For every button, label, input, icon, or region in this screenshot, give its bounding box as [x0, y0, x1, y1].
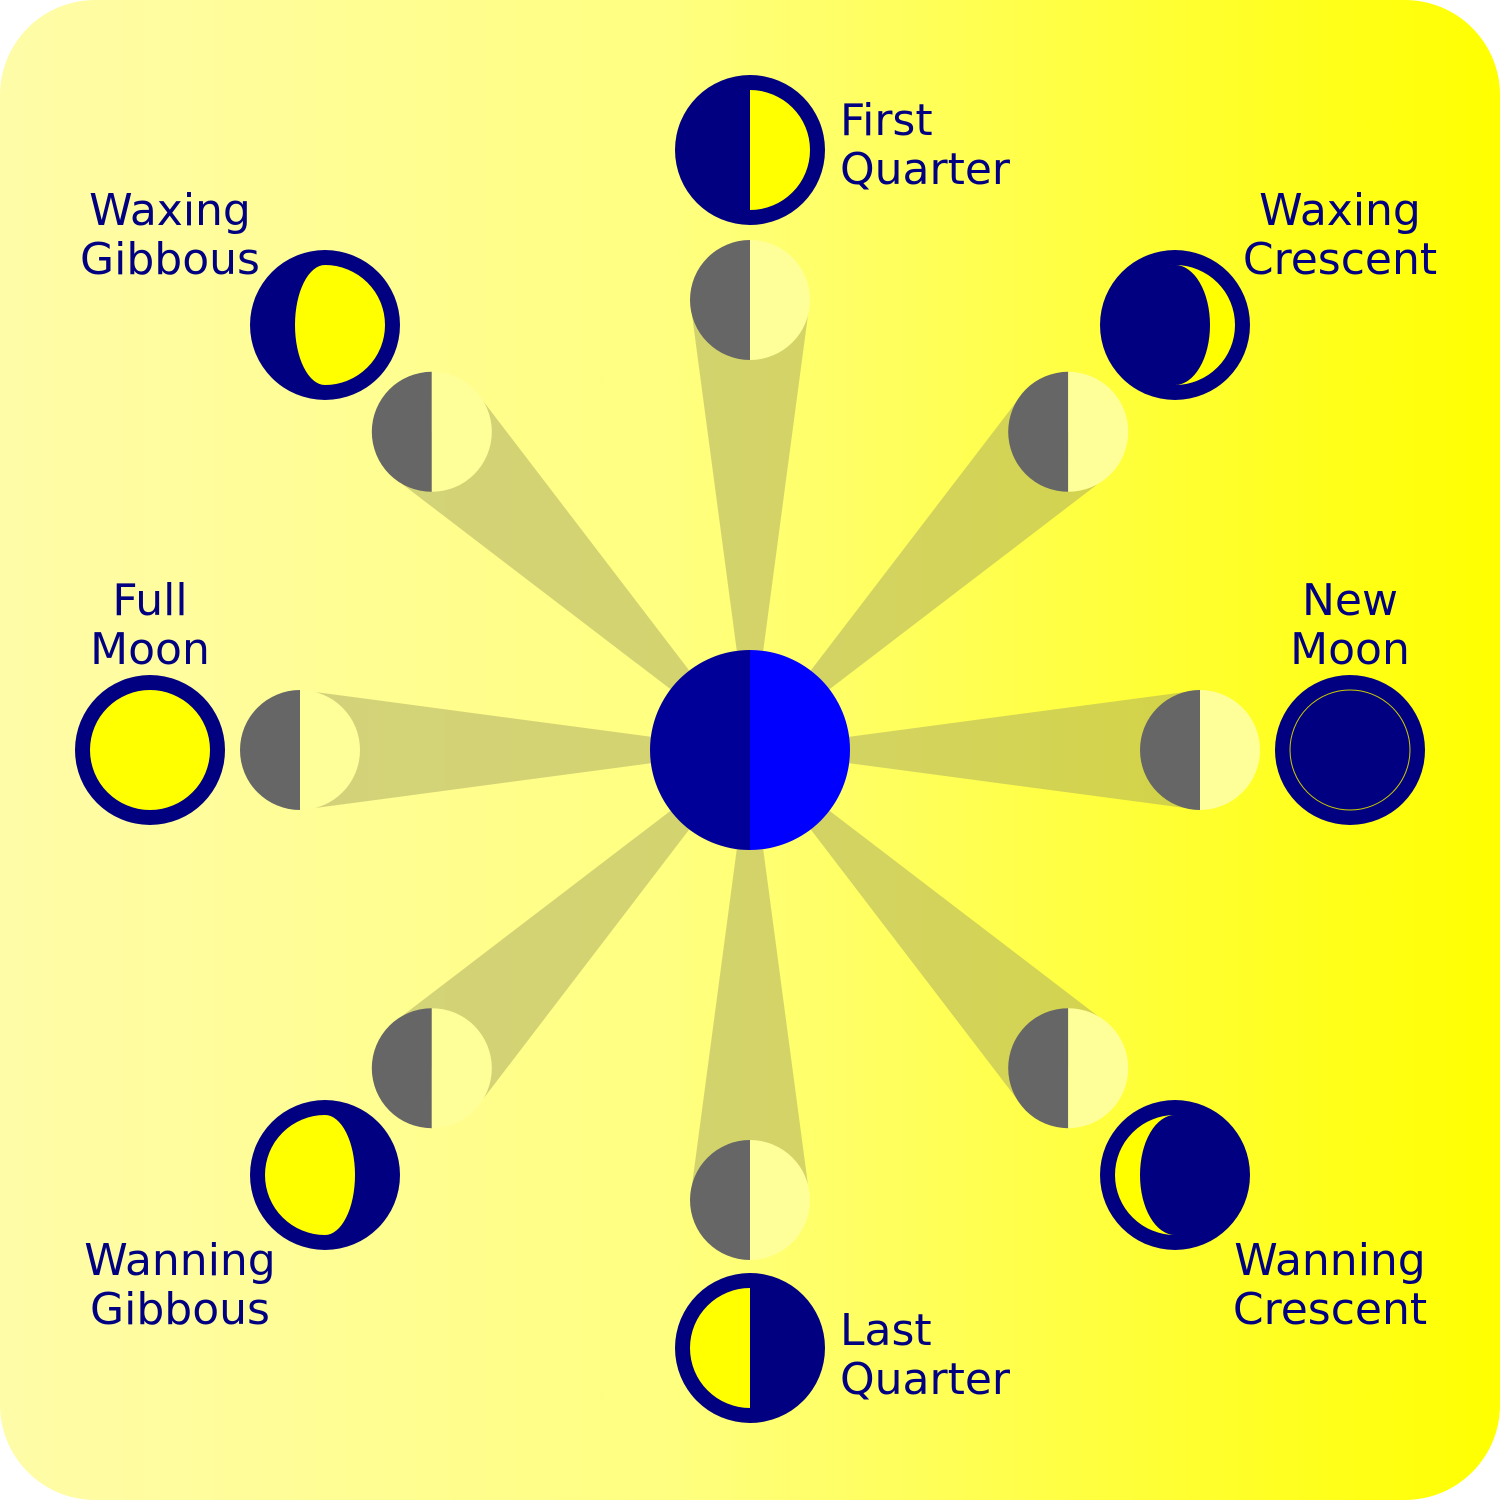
waxing-crescent-icon	[1100, 250, 1250, 400]
orbit-moon-waxing-gibbous	[371, 371, 492, 492]
first-quarter-icon	[675, 75, 825, 225]
light-wedge	[690, 750, 810, 1200]
light-wedge	[750, 690, 1200, 810]
waning-crescent-icon	[1100, 1100, 1250, 1250]
waning-gibbous-icon	[250, 1100, 400, 1250]
light-wedge	[389, 389, 750, 750]
orbit-moon-last-quarter	[690, 1140, 810, 1260]
full-moon-icon	[75, 675, 225, 825]
orbit-moon-waxing-crescent	[1008, 371, 1129, 492]
new-moon-icon	[1275, 675, 1425, 825]
light-wedge	[750, 750, 1111, 1111]
orbit-moon-waning-gibbous	[371, 1008, 492, 1129]
last-quarter-icon	[675, 1273, 825, 1423]
earth	[650, 650, 850, 850]
orbit-moon-new-moon	[1140, 690, 1260, 810]
light-wedge	[389, 750, 750, 1111]
orbit-moon-waning-crescent	[1008, 1008, 1129, 1129]
waxing-gibbous-icon	[250, 250, 400, 400]
orbit-moon-full-moon	[240, 690, 360, 810]
light-wedge	[750, 389, 1111, 750]
light-wedge	[300, 690, 750, 810]
orbit-moon-first-quarter	[690, 240, 810, 360]
light-wedge	[690, 300, 810, 750]
